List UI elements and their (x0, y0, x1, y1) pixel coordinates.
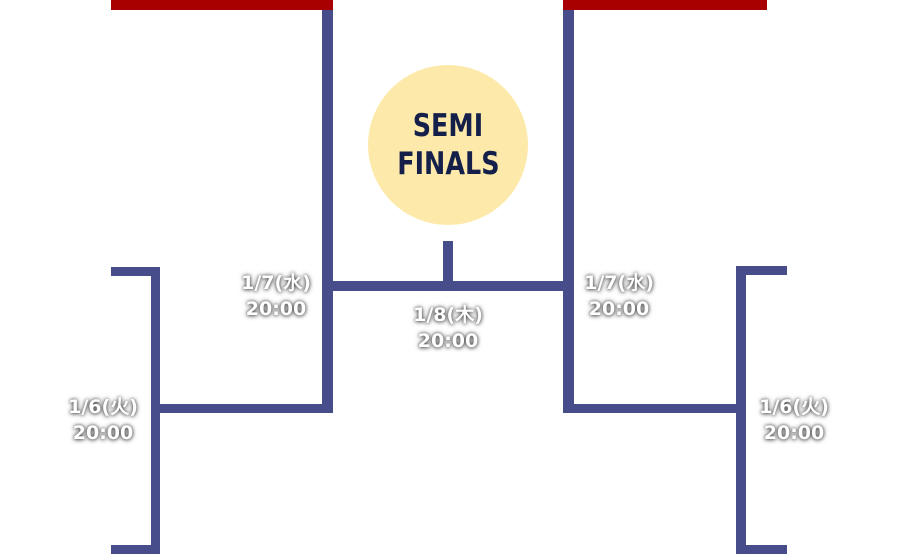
match-time: 20:00 (417, 330, 479, 352)
bracket-left-semi-vertical (322, 10, 333, 413)
badge-line1: SEMI (412, 108, 484, 144)
match-date: 1/7(水) (584, 272, 654, 294)
bracket-left-r1-top-stub (111, 267, 160, 276)
match-date: 1/6(火) (759, 396, 829, 418)
bracket-right-r1-bottom-stub (736, 545, 787, 554)
match-label-right-r1: 1/6(火) 20:00 (739, 394, 849, 446)
match-time: 20:00 (588, 298, 650, 320)
top-bar-left (111, 0, 333, 10)
bracket-left-r1-bottom-stub (111, 545, 160, 554)
bracket-right-r1-connector (563, 404, 746, 413)
match-time: 20:00 (245, 298, 307, 320)
match-time: 20:00 (763, 422, 825, 444)
bracket-final-stem (443, 241, 453, 291)
match-label-final: 1/8(木) 20:00 (393, 302, 503, 354)
match-label-left-r1: 1/6(火) 20:00 (48, 394, 158, 446)
match-label-right-semi: 1/7(水) 20:00 (564, 270, 674, 322)
bracket-right-r1-top-stub (736, 266, 787, 275)
semi-finals-badge: SEMI FINALS (368, 65, 528, 225)
match-date: 1/6(火) (68, 396, 138, 418)
badge-line2: FINALS (396, 146, 500, 182)
match-date: 1/7(水) (241, 272, 311, 294)
match-date: 1/8(木) (413, 304, 483, 326)
match-label-left-semi: 1/7(水) 20:00 (221, 270, 331, 322)
bracket-right-r1-vertical (736, 266, 746, 554)
match-time: 20:00 (72, 422, 134, 444)
top-bar-right (563, 0, 767, 10)
bracket-left-r1-connector (151, 404, 333, 413)
bracket-right-semi-vertical (563, 10, 574, 413)
